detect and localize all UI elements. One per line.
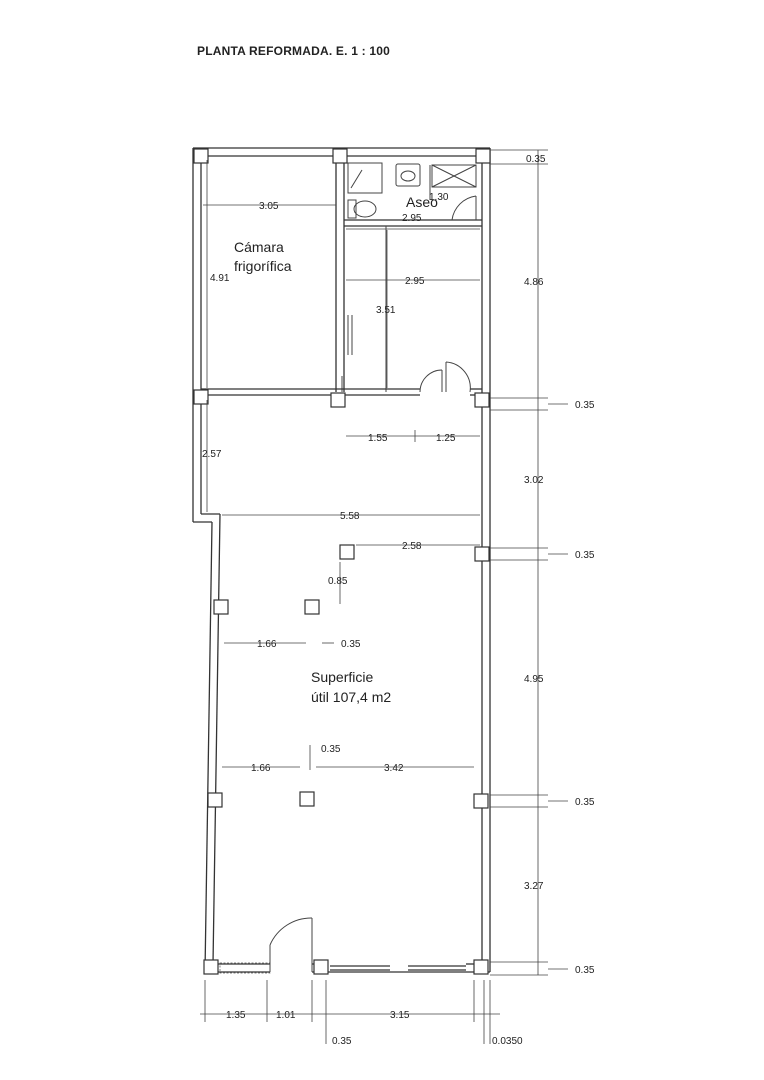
interior-dimension-lines (203, 160, 480, 770)
dim-1-66-upper: 1.66 (257, 639, 277, 650)
dim-1-01: 1.01 (276, 1010, 296, 1021)
dim-3-15: 3.15 (390, 1010, 410, 1021)
room-label-superficie-line2: útil 107,4 m2 (311, 689, 391, 705)
dim-right-0-35-c: 0.35 (575, 550, 595, 561)
plan-title: PLANTA REFORMADA. E. 1 : 100 (197, 44, 390, 58)
dim-2-95-aseo: 2.95 (402, 213, 422, 224)
dim-right-0-35-b: 0.35 (575, 400, 595, 411)
aseo-fixtures (347, 162, 477, 221)
dim-1-55: 1.55 (368, 433, 388, 444)
dim-2-95-passage: 2.95 (405, 276, 425, 287)
dim-right-0-35-top: 0.35 (526, 154, 546, 165)
exterior-dimension-lines (200, 149, 568, 1044)
doors (269, 361, 471, 972)
dim-bottom-right: 0.0350 (492, 1036, 523, 1047)
dim-1-35: 1.35 (226, 1010, 246, 1021)
dim-1-25: 1.25 (436, 433, 456, 444)
dim-0-35-bottom: 0.35 (332, 1036, 352, 1047)
dim-3-51: 3.51 (376, 305, 396, 316)
dim-5-58: 5.58 (340, 511, 360, 522)
dimension-labels: 3.05 4.91 1.30 2.95 2.95 3.51 1.55 1.25 … (202, 154, 595, 1047)
room-label-superficie-line1: Superficie (311, 669, 373, 685)
dim-right-0-35-d: 0.35 (575, 797, 595, 808)
dim-0-85: 0.85 (328, 576, 348, 587)
dim-right-3-02: 3.02 (524, 475, 544, 486)
room-label-camara-line1: Cámara (234, 239, 284, 255)
dim-2-58: 2.58 (402, 541, 422, 552)
dim-4-91: 4.91 (210, 273, 230, 284)
dim-right-3-27: 3.27 (524, 881, 544, 892)
dim-0-35-mid: 0.35 (341, 639, 361, 650)
room-label-aseo: Aseo (406, 194, 438, 210)
dim-3-05: 3.05 (259, 201, 279, 212)
columns (193, 148, 491, 975)
dim-right-0-35-e: 0.35 (575, 965, 595, 976)
dim-right-4-86: 4.86 (524, 277, 544, 288)
dim-1-30: 1.30 (429, 192, 449, 203)
room-label-camara-line2: frigorífica (234, 258, 292, 274)
dim-0-35-upper: 0.35 (321, 744, 341, 755)
interior-walls (201, 156, 482, 396)
dim-1-66-lower: 1.66 (251, 763, 271, 774)
dim-3-42: 3.42 (384, 763, 404, 774)
dim-right-4-95: 4.95 (524, 674, 544, 685)
dim-2-57: 2.57 (202, 449, 222, 460)
